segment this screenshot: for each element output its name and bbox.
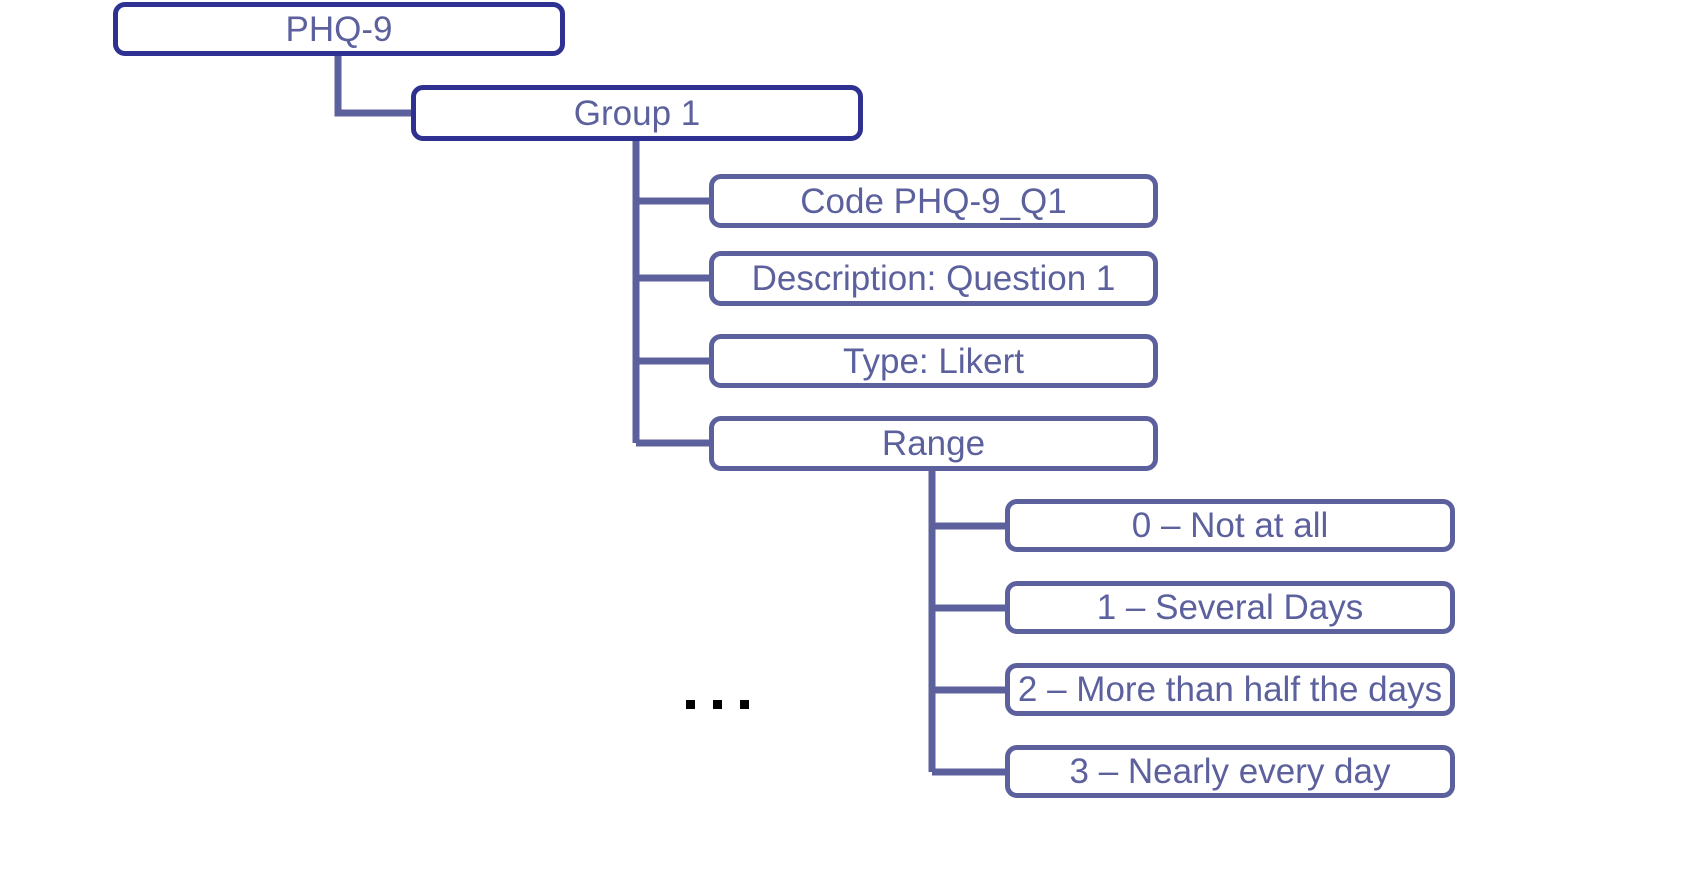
node-description[interactable]: Description: Question 1 (709, 251, 1158, 306)
node-phq9-root[interactable]: PHQ-9 (113, 2, 565, 56)
node-option-0[interactable]: 0 – Not at all (1005, 499, 1455, 552)
ellipsis-dot (686, 700, 695, 709)
node-label: Group 1 (573, 93, 701, 133)
node-type[interactable]: Type: Likert (709, 334, 1158, 388)
node-label: Code PHQ-9_Q1 (800, 181, 1067, 221)
node-code[interactable]: Code PHQ-9_Q1 (709, 174, 1158, 228)
node-label: 3 – Nearly every day (1069, 752, 1391, 791)
ellipsis-dot (713, 700, 722, 709)
node-label: Description: Question 1 (751, 259, 1116, 298)
node-option-3[interactable]: 3 – Nearly every day (1005, 745, 1455, 798)
node-option-1[interactable]: 1 – Several Days (1005, 581, 1455, 634)
node-label: Type: Likert (843, 341, 1024, 381)
node-label: 0 – Not at all (1131, 506, 1329, 545)
node-range[interactable]: Range (709, 416, 1158, 471)
node-label: 1 – Several Days (1096, 588, 1364, 627)
connector-root-to-group1 (334, 56, 411, 117)
node-label: Range (881, 424, 986, 463)
ellipsis-marker (686, 700, 749, 709)
node-label: PHQ-9 (285, 9, 393, 49)
ellipsis-dot (740, 700, 749, 709)
node-group-1[interactable]: Group 1 (411, 85, 863, 141)
node-label: 2 – More than half the days (1017, 670, 1443, 709)
node-option-2[interactable]: 2 – More than half the days (1005, 663, 1455, 716)
